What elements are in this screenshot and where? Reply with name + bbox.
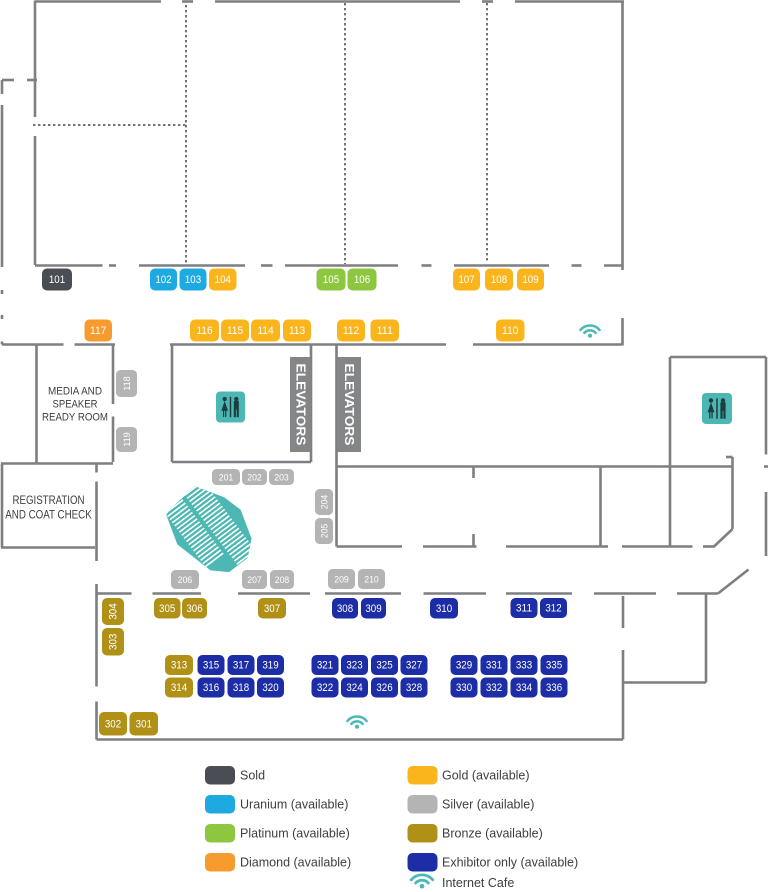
svg-text:209: 209	[334, 574, 349, 585]
svg-text:108: 108	[491, 274, 507, 286]
svg-text:324: 324	[346, 682, 362, 694]
svg-text:333: 333	[516, 660, 532, 672]
svg-text:326: 326	[376, 682, 392, 694]
svg-text:Bronze (available): Bronze (available)	[442, 827, 543, 841]
svg-text:331: 331	[486, 660, 502, 672]
svg-text:328: 328	[406, 682, 422, 694]
svg-text:306: 306	[186, 603, 202, 615]
svg-text:319: 319	[262, 660, 278, 672]
svg-text:104: 104	[215, 274, 231, 286]
svg-text:101: 101	[49, 274, 65, 286]
svg-text:103: 103	[185, 274, 201, 286]
svg-text:ELEVATORS: ELEVATORS	[294, 364, 308, 446]
svg-text:Gold (available): Gold (available)	[442, 769, 530, 783]
svg-text:118: 118	[122, 376, 133, 391]
svg-text:303: 303	[108, 634, 120, 650]
svg-text:313: 313	[171, 660, 187, 672]
svg-text:332: 332	[486, 682, 502, 694]
svg-text:REGISTRATION: REGISTRATION	[13, 493, 85, 507]
svg-text:325: 325	[376, 660, 392, 672]
svg-text:205: 205	[319, 524, 330, 539]
svg-text:330: 330	[456, 682, 472, 694]
svg-text:SPEAKER: SPEAKER	[53, 399, 98, 411]
svg-text:Exhibitor only (available): Exhibitor only (available)	[442, 856, 578, 870]
svg-text:312: 312	[545, 603, 561, 615]
svg-text:304: 304	[108, 603, 120, 619]
svg-text:334: 334	[516, 682, 532, 694]
svg-text:106: 106	[354, 274, 370, 286]
svg-text:318: 318	[233, 682, 249, 694]
svg-text:116: 116	[196, 325, 212, 337]
svg-text:323: 323	[346, 660, 362, 672]
svg-text:105: 105	[323, 274, 339, 286]
svg-text:109: 109	[522, 274, 538, 286]
svg-text:102: 102	[155, 274, 171, 286]
svg-text:201: 201	[219, 472, 234, 483]
svg-text:315: 315	[203, 660, 219, 672]
svg-text:204: 204	[319, 495, 330, 510]
svg-text:208: 208	[275, 575, 290, 586]
svg-text:321: 321	[317, 660, 333, 672]
svg-text:117: 117	[90, 325, 106, 337]
svg-text:119: 119	[122, 432, 133, 447]
svg-text:203: 203	[274, 472, 289, 483]
svg-text:206: 206	[178, 575, 193, 586]
svg-text:110: 110	[502, 325, 518, 337]
svg-text:Diamond (available): Diamond (available)	[240, 856, 351, 870]
svg-text:114: 114	[257, 325, 273, 337]
svg-text:Silver (available): Silver (available)	[442, 798, 534, 812]
svg-text:335: 335	[546, 660, 562, 672]
svg-text:310: 310	[436, 603, 452, 615]
svg-text:307: 307	[264, 603, 280, 615]
svg-text:314: 314	[171, 682, 187, 694]
svg-text:305: 305	[159, 603, 175, 615]
svg-text:Sold: Sold	[240, 769, 265, 783]
svg-text:336: 336	[546, 682, 562, 694]
svg-text:311: 311	[516, 603, 532, 615]
svg-text:111: 111	[377, 325, 393, 337]
svg-text:309: 309	[365, 603, 381, 615]
svg-text:301: 301	[136, 719, 152, 731]
svg-text:AND COAT CHECK: AND COAT CHECK	[5, 508, 92, 522]
svg-text:317: 317	[233, 660, 249, 672]
svg-text:207: 207	[247, 575, 262, 586]
svg-text:MEDIA AND: MEDIA AND	[48, 386, 102, 398]
svg-text:202: 202	[247, 472, 262, 483]
svg-text:322: 322	[317, 682, 333, 694]
svg-text:329: 329	[456, 660, 472, 672]
svg-text:Uranium (available): Uranium (available)	[240, 798, 348, 812]
svg-text:327: 327	[406, 660, 422, 672]
svg-text:302: 302	[105, 719, 121, 731]
svg-text:115: 115	[227, 325, 243, 337]
svg-text:Platinum (available): Platinum (available)	[240, 827, 350, 841]
svg-text:113: 113	[289, 325, 305, 337]
svg-text:308: 308	[337, 603, 353, 615]
svg-text:210: 210	[364, 574, 379, 585]
svg-text:316: 316	[203, 682, 219, 694]
svg-text:112: 112	[343, 325, 359, 337]
svg-text:READY ROOM: READY ROOM	[42, 412, 108, 424]
svg-text:Internet Cafe: Internet Cafe	[442, 876, 514, 890]
svg-text:ELEVATORS: ELEVATORS	[342, 364, 356, 446]
svg-text:320: 320	[262, 682, 278, 694]
svg-text:107: 107	[458, 274, 474, 286]
